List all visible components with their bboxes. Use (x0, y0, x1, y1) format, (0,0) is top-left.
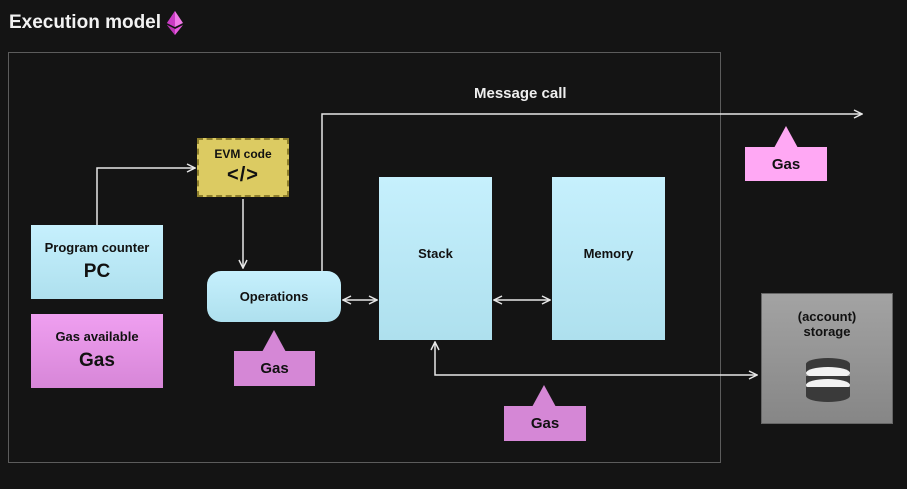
stack-storage-arrow (435, 342, 757, 375)
execution-frame (8, 52, 721, 463)
ethereum-diamond-icon (167, 11, 184, 35)
memory-box: Memory (552, 177, 665, 340)
evm-code-box: EVM code </> (197, 138, 289, 197)
gas-available-label: Gas available (55, 329, 139, 344)
memory-label: Memory (583, 246, 634, 261)
message-call-label: Message call (474, 85, 567, 102)
operations-box: Operations (207, 271, 341, 322)
gas-available-box: Gas available Gas (31, 314, 163, 388)
storage-label-line2: storage (803, 324, 851, 339)
account-storage-box: (account) storage (761, 293, 893, 424)
pc-to-evm-code-arrow (96, 168, 195, 225)
page-title-text: Execution model (9, 12, 162, 33)
stack-label: Stack (418, 246, 453, 261)
page-title: Execution model (9, 11, 184, 35)
storage-label-line1: (account) (797, 309, 857, 324)
code-brackets-icon: </> (227, 164, 259, 186)
gas-tag-storage-label: Gas (504, 406, 586, 441)
program-counter-label: Program counter (44, 240, 150, 255)
operations-label: Operations (239, 289, 309, 304)
gas-tag-message-call-label: Gas (745, 147, 827, 181)
gas-available-value: Gas (79, 350, 115, 371)
stack-box: Stack (379, 177, 492, 340)
program-counter-box: Program counter PC (31, 225, 163, 299)
evm-code-label: EVM code (214, 147, 272, 161)
database-icon (806, 358, 850, 402)
gas-tag-operations-label: Gas (234, 351, 315, 386)
message-call-arrow (321, 114, 862, 272)
pc-value: PC (83, 261, 111, 282)
